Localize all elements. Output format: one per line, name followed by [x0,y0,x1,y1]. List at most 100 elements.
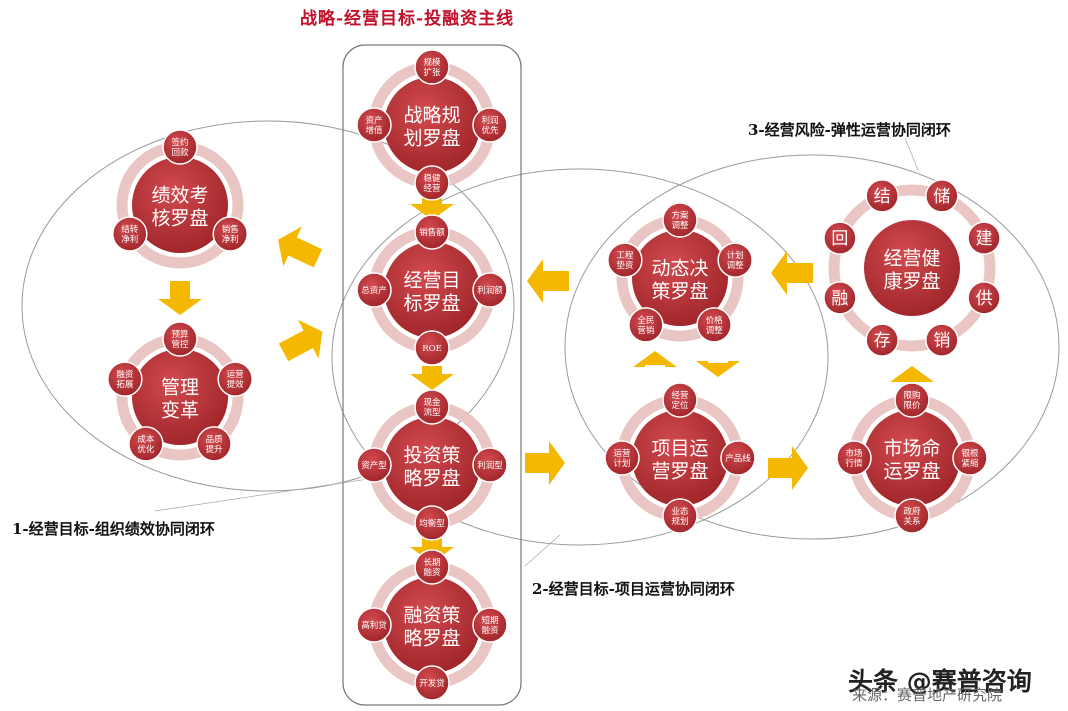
satellite-label: 经营 [423,183,440,194]
satellite-circle [112,216,148,252]
satellite-circle [607,242,643,278]
satellite-label: 拓展 [116,379,134,390]
satellite-label: 预算 [171,329,189,340]
satellite-label: 净利 [121,234,138,245]
source-note: 来源：赛普地产研究院 [852,686,1003,704]
satellite-node: 融 [823,281,857,315]
satellite-label: 回 [831,229,848,249]
satellite-label: 利润 [481,115,498,126]
satellite-label: 调整 [706,325,724,336]
satellite-circle [662,202,698,238]
satellite-label: 结 [874,187,891,207]
compass-label: 划罗盘 [403,128,460,150]
satellite-circle [696,307,732,343]
satellite-label: 优化 [137,444,155,455]
satellite-label: 管控 [171,339,189,350]
satellite-circle [414,49,450,85]
satellite-label: 计划 [613,458,630,469]
satellite-label: 利润额 [477,285,503,296]
compass-label: 经营健 [883,248,940,270]
satellite-label: 银根 [961,448,979,459]
satellite-label: 品质 [206,434,224,445]
satellite-circle [720,440,756,476]
compass-label: 项目运 [651,438,708,460]
satellite-node: ROE [414,330,450,366]
satellite-label: 定位 [671,400,689,411]
satellite-label: 融资 [423,567,441,578]
satellite-label: 回款 [171,147,189,158]
compass-label: 康罗盘 [883,271,940,293]
compass-label: 投资策 [403,445,460,467]
flow-arrow [633,351,677,367]
compass-label: 市场命 [883,438,940,460]
satellite-label: 全民 [637,315,654,326]
compass-label: 策罗盘 [651,281,708,303]
compass-label: 略罗盘 [403,468,460,490]
satellite-label: 计划 [727,250,744,261]
satellite-label: 建 [976,229,993,249]
satellite-node: 利润型 [472,447,508,483]
satellite-circle [472,107,508,143]
compass-ring [828,184,996,352]
satellite-circle [212,216,248,252]
loop3-ellipse [564,154,1060,540]
flow-arrow [890,366,934,382]
compass-core [632,230,728,326]
satellite-label: 资产型 [361,460,387,471]
loop3-label: 3-经营风险-弹性运营协同闭环 [748,121,951,139]
satellite-label: 融资 [481,625,499,636]
compass-core [384,417,480,513]
flow-arrow [410,366,454,390]
satellite-circle [414,165,450,201]
compass-label: 动态决 [651,258,708,280]
satellite-circle [717,242,753,278]
flow-arrow [410,196,454,220]
loop2-leader [524,534,561,567]
loop2-label: 2-经营目标-项目运营协同闭环 [532,580,735,598]
satellite-label: 提效 [227,379,245,390]
flow-arrow [527,259,569,303]
satellite-label: 规划 [671,516,688,527]
flow-arrow [768,446,808,490]
compass-core [864,220,960,316]
compass-label: 经营目 [403,270,460,292]
satellite-label: 长期 [423,557,440,568]
satellite-circle [107,361,143,397]
satellite-node: 建 [967,221,1001,255]
loop3-leader [904,137,919,171]
satellite-circle [894,498,930,534]
satellite-label: 资产 [365,115,382,126]
satellite-circle [967,221,1001,255]
satellite-circle [414,665,450,701]
compass-core [132,349,228,445]
satellite-node: 回 [823,221,857,255]
satellite-label: 运营 [227,369,244,380]
satellite-label: 紧缩 [961,458,979,469]
compass-label: 标罗盘 [403,293,460,315]
satellite-label: 高利贷 [361,620,387,631]
flow-arrow [278,319,323,362]
satellite-node: 供 [967,281,1001,315]
satellite-label: 市场 [845,448,862,459]
satellite-label: 供 [976,289,993,309]
satellite-circle [865,323,899,357]
satellite-circle [472,272,508,308]
